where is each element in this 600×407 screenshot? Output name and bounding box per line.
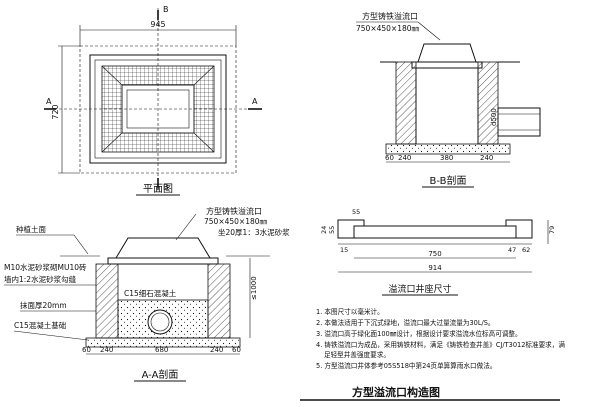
aa-grate-label: 方型铸铁溢流口 (206, 206, 262, 216)
plan-view: 945 720 B B A A 平面图 (44, 5, 262, 196)
seat-title: 溢流口井座尺寸 (388, 283, 451, 295)
plan-title: 平面图 (143, 183, 173, 195)
bb-depth-label: d500 (490, 108, 498, 126)
aa-plaster: 抹面厚20mm (20, 300, 67, 310)
plan-height-dim: 720 (51, 104, 60, 119)
plan-cut-b-top: B (163, 5, 169, 14)
aa-wall-line2: 墙内1:2水泥砂浆勾缝 (4, 274, 77, 284)
bb-grate-size: 750×450×180㎜ (356, 24, 420, 33)
aa-dim-5: 60 (232, 346, 241, 354)
seat-dim-top: 55 (352, 208, 360, 216)
plan-cut-a-left: A (46, 97, 52, 106)
note-2: 2. 本做法适用于下沉式绿地，溢流口最大过量流量为30L/S。 (316, 318, 495, 327)
aa-height-dim: ≤1000 (250, 276, 258, 300)
aa-pipe (147, 309, 173, 335)
bb-grate-label: 方型铸铁溢流口 (362, 11, 418, 21)
aa-mortar-top: 坐20厚1：3水泥砂浆 (218, 227, 290, 237)
bb-dim-3: 380 (440, 154, 453, 162)
seat-dim-left-v: 24 (320, 226, 328, 234)
section-aa: 种植土面 方型铸铁溢流口 750×450×180㎜ 坐20厚1：3水泥砂浆 M1… (4, 206, 290, 382)
note-3: 3. 溢流口高于绿化面100㎜设计，根据设计要求溢流水位标高可调整。 (316, 329, 522, 338)
plan-cut-b-bottom: B (163, 183, 169, 192)
seat-dim-height: 79 (548, 226, 556, 234)
seat-dim-r1: 47 (508, 246, 516, 254)
seat-dim-left-h: 55 (328, 226, 336, 234)
aa-dims: 60 240 680 240 60 (82, 346, 241, 354)
aa-dim-3: 680 (155, 346, 168, 354)
aa-infill: C15细石混凝土 (124, 288, 177, 298)
note-4b: 足轻型井盖强度要求。 (324, 350, 390, 359)
seat-dim-r2: 62 (522, 246, 530, 254)
aa-grate-size: 750×450×180㎜ (204, 217, 268, 226)
sheet-title: 方型溢流口构造图 (352, 385, 440, 399)
aa-wall-line1: M10水泥砂浆砌MU10砖 (4, 262, 87, 272)
aa-title: A-A剖面 (142, 368, 179, 381)
aa-top-soil: 种植土面 (16, 224, 46, 234)
bb-dim-2: 240 (398, 154, 411, 162)
aa-dim-2: 240 (100, 346, 113, 354)
seat-dim-inner: 750 (428, 250, 441, 258)
note-1: 1. 本图尺寸以毫米计。 (316, 307, 384, 316)
bb-dim-1: 60 (385, 154, 394, 162)
bb-dim-4: 240 (480, 154, 493, 162)
aa-dim-1: 60 (82, 346, 91, 354)
bb-title: B-B剖面 (430, 174, 467, 187)
aa-base: C15混凝土基础 (14, 320, 66, 330)
note-5: 5. 方型溢流口井体参考05S518中第24页单箅算雨水口做法。 (316, 361, 496, 370)
seat-dim-outer: 914 (428, 264, 442, 272)
aa-dim-4: 240 (210, 346, 223, 354)
notes: 1. 本图尺寸以毫米计。 2. 本做法适用于下沉式绿地，溢流口最大过量流量为30… (316, 307, 565, 370)
section-bb: 方型铸铁溢流口 750×450×180㎜ d500 60 240 380 240… (356, 11, 541, 188)
note-4: 4. 铸铁溢流口为成品，采用铸铁材料，满足《铸铁检查井盖》CJ/T3012标准要… (316, 340, 565, 349)
bb-dims: 60 240 380 240 (385, 154, 493, 162)
seat-detail: 55 24 55 15 47 62 750 914 79 溢流口井座尺寸 (320, 208, 556, 296)
seat-dim-small: 15 (340, 246, 348, 254)
plan-cut-a-right: A (252, 97, 258, 106)
